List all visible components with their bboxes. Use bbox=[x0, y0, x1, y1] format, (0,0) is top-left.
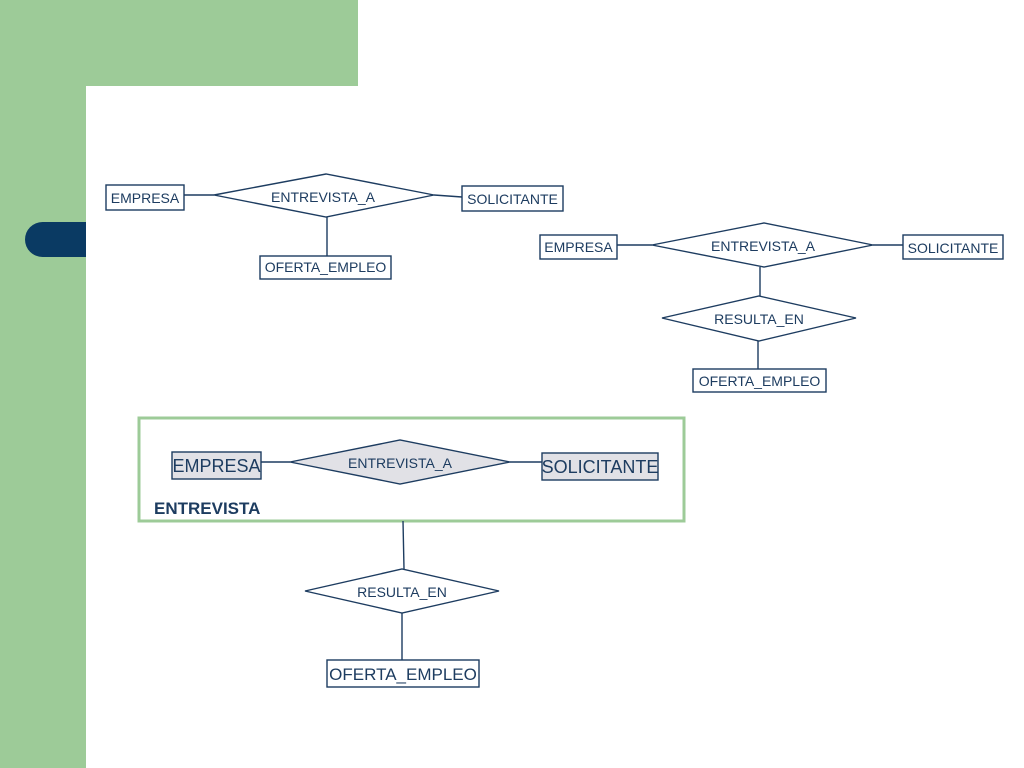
entity-solicitante-label: SOLICITANTE bbox=[908, 240, 999, 256]
entity-solicitante[interactable]: SOLICITANTE bbox=[902, 234, 1004, 260]
entity-oferta-empleo[interactable]: OFERTA_EMPLEO bbox=[259, 255, 392, 280]
relationship-resulta-en[interactable]: RESULTA_EN bbox=[661, 295, 857, 342]
aggregation-label: ENTREVISTA bbox=[154, 499, 260, 518]
entity-empresa-label: EMPRESA bbox=[544, 239, 613, 255]
connector-entrevista-solicitante bbox=[433, 194, 463, 198]
entity-empresa-label: EMPRESA bbox=[172, 456, 260, 476]
entity-solicitante-label: SOLICITANTE bbox=[467, 191, 558, 207]
entity-empresa[interactable]: EMPRESA bbox=[105, 184, 185, 211]
slide-tab-marker bbox=[25, 222, 86, 257]
connector-aggregation-resulta bbox=[402, 520, 405, 570]
relationship-entrevista-a-label: ENTREVISTA_A bbox=[271, 189, 376, 205]
entity-oferta-empleo[interactable]: OFERTA_EMPLEO bbox=[326, 659, 480, 688]
relationship-entrevista-a[interactable]: ENTREVISTA_A bbox=[651, 222, 874, 268]
entity-oferta-empleo[interactable]: OFERTA_EMPLEO bbox=[692, 368, 827, 393]
entity-solicitante[interactable]: SOLICITANTE bbox=[461, 185, 564, 212]
entity-solicitante-label: SOLICITANTE bbox=[542, 457, 659, 477]
entity-oferta-empleo-label: OFERTA_EMPLEO bbox=[265, 259, 387, 275]
entity-solicitante[interactable]: SOLICITANTE bbox=[541, 452, 659, 481]
entity-empresa[interactable]: EMPRESA bbox=[539, 234, 618, 260]
relationship-resulta-en[interactable]: RESULTA_EN bbox=[304, 568, 500, 614]
relationship-resulta-en-label: RESULTA_EN bbox=[357, 584, 447, 600]
relationship-entrevista-a[interactable]: ENTREVISTA_A bbox=[289, 439, 511, 485]
entity-oferta-empleo-label: OFERTA_EMPLEO bbox=[699, 373, 821, 389]
entity-empresa-label: EMPRESA bbox=[111, 190, 180, 206]
diagram-3: ENTREVISTA EMPRESA ENTREVISTA_A SOLICITA… bbox=[137, 416, 686, 688]
relationship-entrevista-a[interactable]: ENTREVISTA_A bbox=[213, 173, 435, 218]
background-green-left bbox=[0, 0, 86, 768]
entity-oferta-empleo-label: OFERTA_EMPLEO bbox=[329, 665, 477, 684]
entity-empresa[interactable]: EMPRESA bbox=[171, 451, 262, 480]
relationship-resulta-en-label: RESULTA_EN bbox=[714, 311, 804, 327]
relationship-entrevista-a-label: ENTREVISTA_A bbox=[711, 238, 816, 254]
diagram-2: EMPRESA ENTREVISTA_A SOLICITANTE RESULTA… bbox=[539, 222, 1004, 393]
relationship-entrevista-a-label: ENTREVISTA_A bbox=[348, 455, 453, 471]
diagram-1: EMPRESA ENTREVISTA_A SOLICITANTE OFERTA_… bbox=[105, 173, 564, 280]
aggregation-box[interactable] bbox=[137, 416, 686, 523]
